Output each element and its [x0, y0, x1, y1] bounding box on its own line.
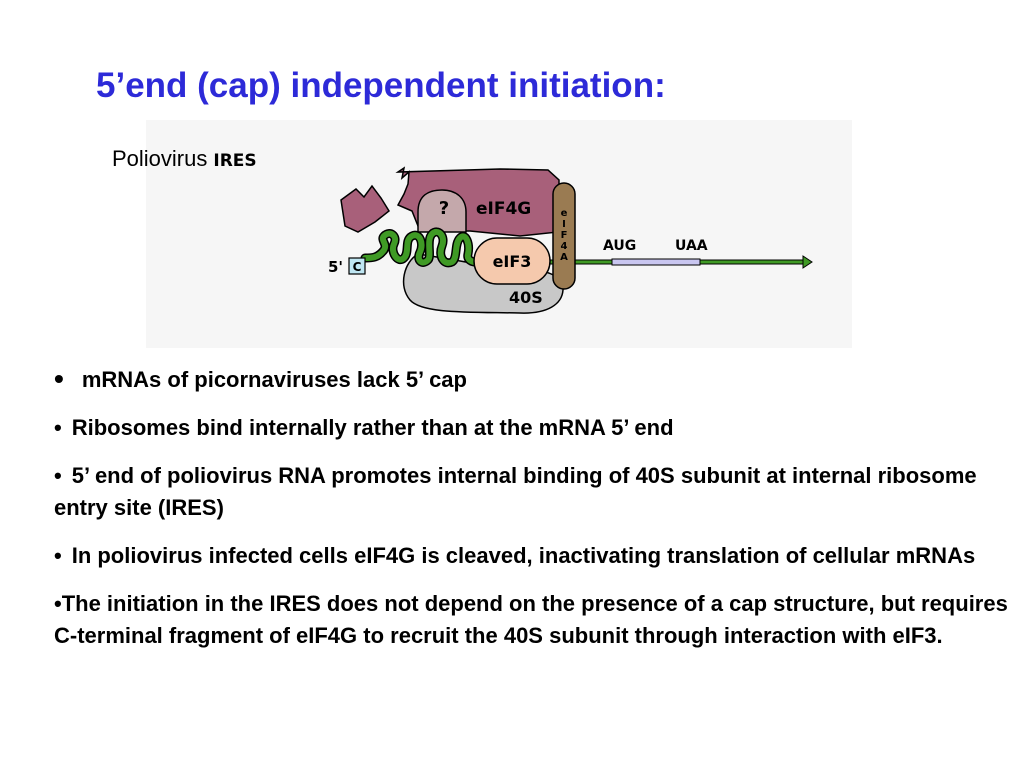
eif4a-letter: 4 — [561, 241, 568, 252]
eif3-label: eIF3 — [493, 252, 532, 271]
ribosome-label: 40S — [509, 288, 543, 307]
eif4a-letter: I — [562, 219, 566, 230]
eif4g-cleaved-fragment — [340, 184, 390, 233]
cap-box — [348, 257, 366, 275]
bullet-list: • mRNAs of picornaviruses lack 5’ cap • Ri… — [54, 362, 1014, 668]
cap-label: C — [353, 260, 362, 274]
eif4a-letter: F — [561, 230, 568, 241]
eif4a-label: e I F 4 A — [560, 208, 568, 263]
bullet-marker: • — [54, 363, 64, 394]
eif4a-shape — [552, 182, 576, 290]
bullet-item: •The initiation in the IRES does not dep… — [54, 588, 1014, 652]
slide-title: 5’end (cap) independent initiation: — [96, 66, 666, 105]
ires-stem-loops-fill — [362, 228, 549, 266]
bullet-text: mRNAs of picornaviruses lack 5’ cap — [81, 367, 467, 392]
uaa-label: UAA — [675, 238, 708, 254]
bullet-text: 5’ end of poliovirus RNA promotes intern… — [54, 463, 977, 520]
aug-label: AUG — [603, 238, 636, 254]
bullet-item: • In poliovirus infected cells eIF4G is c… — [54, 540, 1014, 572]
figure-label-prefix: Poliovirus — [112, 146, 208, 171]
eif4g-label: eIF4G — [476, 199, 531, 219]
five-prime-label: 5' — [328, 258, 343, 276]
bullet-marker: • — [54, 415, 62, 440]
unknown-factor-shape — [417, 189, 467, 233]
bullet-item: • Ribosomes bind internally rather than a… — [54, 412, 1014, 444]
eif4a-letter: A — [560, 252, 568, 263]
bullet-text: In poliovirus infected cells eIF4G is cl… — [71, 543, 976, 568]
orf-segment — [611, 258, 701, 266]
figure-label-ires: IRES — [213, 151, 257, 171]
bullet-text: The initiation in the IRES does not depe… — [54, 591, 1008, 648]
eif4a-letter: e — [561, 208, 568, 219]
eif3-shape — [473, 237, 551, 285]
bullet-marker: • — [54, 543, 62, 568]
bullet-item: •5’ end of poliovirus RNA promotes inter… — [54, 460, 1014, 524]
mrna-arrowhead — [802, 255, 813, 269]
bullet-item: • mRNAs of picornaviruses lack 5’ cap — [54, 362, 1014, 396]
bullet-marker: • — [54, 591, 62, 616]
bullet-marker: • — [54, 463, 62, 488]
bullet-text: Ribosomes bind internally rather than at… — [71, 415, 674, 440]
question-label: ? — [439, 198, 449, 219]
